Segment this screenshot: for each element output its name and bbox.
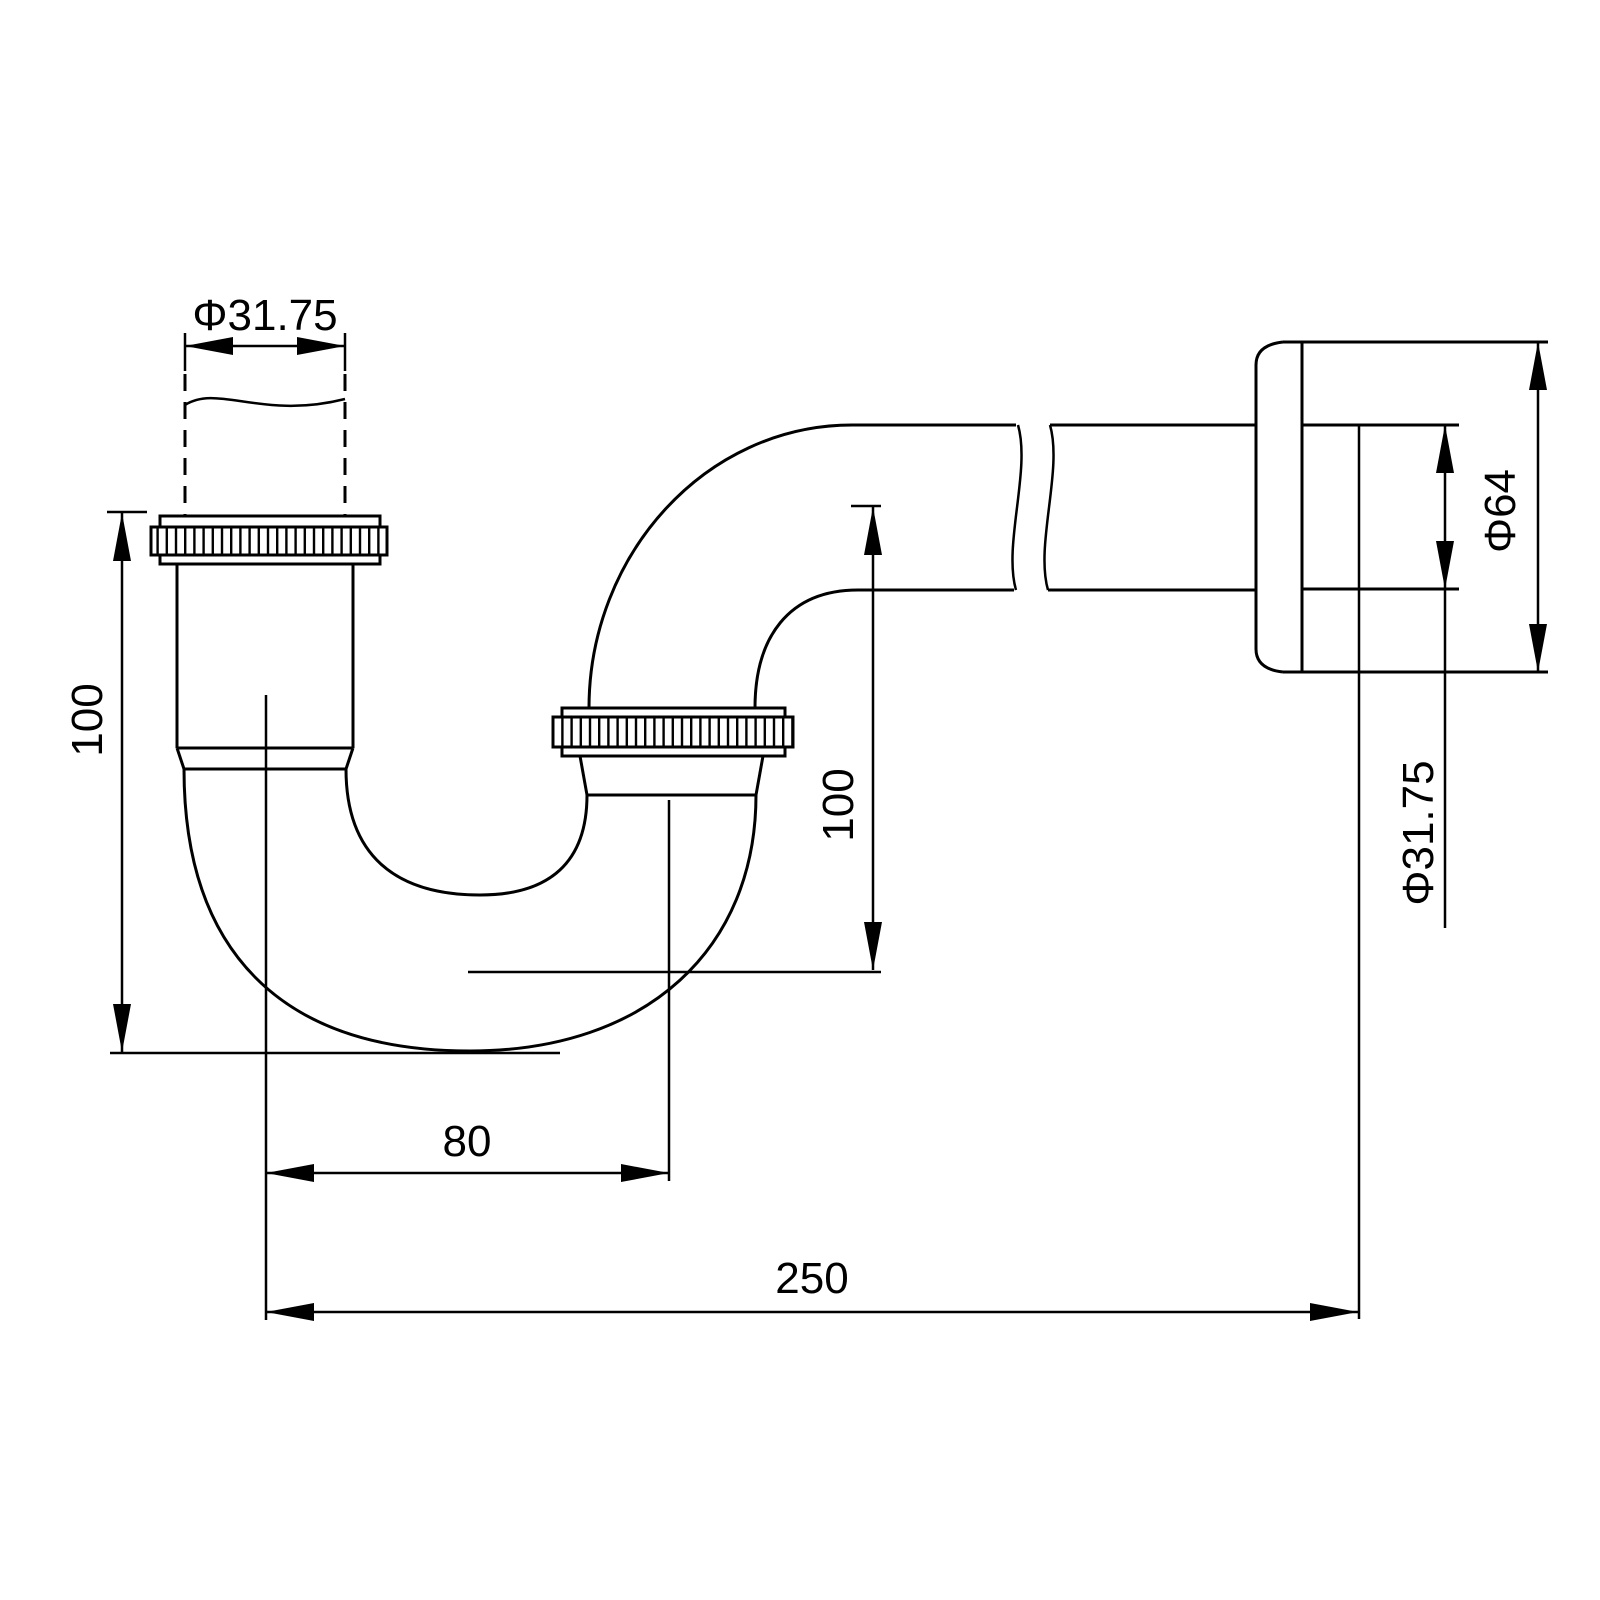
pipe-break-line-left [1011, 424, 1023, 591]
arrowhead-up [1436, 425, 1454, 473]
outlet-arm-taper-left [578, 755, 589, 796]
u-bend-inner-curve [344, 768, 589, 897]
inlet-pipe-break-line [184, 396, 346, 408]
dim-label-outlet-rise: 100 [814, 768, 863, 841]
nut-knurled-band [149, 525, 389, 557]
dim-label-outlet-diameter: Φ31.75 [1394, 760, 1443, 905]
outlet-elbow-and-pipe [587, 423, 1256, 709]
flange-left-edge [1254, 340, 1284, 674]
arrowhead-down [864, 922, 882, 970]
dim-outlet-diameter: Φ31.75 [1394, 425, 1454, 928]
trap-taper-left [175, 747, 186, 770]
dim-trap-offset: 80 [266, 1117, 669, 1182]
slip-nut-inlet [149, 514, 389, 566]
centerlines [264, 695, 671, 1320]
dim-label-flange-diameter: Φ64 [1476, 469, 1525, 553]
dim-label-inlet-depth: 100 [63, 683, 112, 756]
nut-bottom-cap [560, 745, 787, 758]
dim-label-inlet-diameter: Φ31.75 [192, 291, 337, 340]
arrowhead-down [1436, 541, 1454, 589]
arrowhead-right [1310, 1303, 1358, 1321]
dim-inlet-depth: 100 [63, 510, 560, 1055]
elbow-outer-curve [587, 423, 853, 709]
dim-label-trap-offset: 80 [443, 1117, 492, 1166]
dim-flange-diameter: Φ64 [1476, 342, 1547, 672]
j-bend-trap-body [175, 564, 765, 1053]
pipe-break-line-right [1043, 424, 1055, 591]
nut-top-cap [158, 514, 382, 529]
arrowhead-down [113, 1004, 131, 1052]
inlet-pipe-dashed [183, 374, 347, 516]
arrowhead-left [266, 1303, 314, 1321]
arrowhead-down [1529, 624, 1547, 672]
dim-label-overall-length: 250 [775, 1254, 848, 1303]
arrowhead-left [266, 1164, 314, 1182]
dim-inlet-diameter: Φ31.75 [183, 291, 347, 371]
nut-bottom-cap [158, 553, 382, 566]
arrowhead-up [864, 507, 882, 555]
slip-nut-outlet [551, 706, 795, 758]
dim-overall-length: 250 [266, 1254, 1358, 1321]
elbow-inner-curve [753, 588, 859, 709]
arrowhead-up [1529, 342, 1547, 390]
dim-outlet-rise: 100 [468, 504, 882, 974]
u-bend-outer-curve [182, 768, 758, 1053]
trap-taper-right [344, 747, 355, 770]
wall-flange [1254, 340, 1548, 1319]
arrowhead-right [621, 1164, 669, 1182]
nut-knurled-band [551, 715, 795, 749]
outlet-arm-taper-right [754, 755, 765, 796]
arrowhead-up [113, 513, 131, 561]
